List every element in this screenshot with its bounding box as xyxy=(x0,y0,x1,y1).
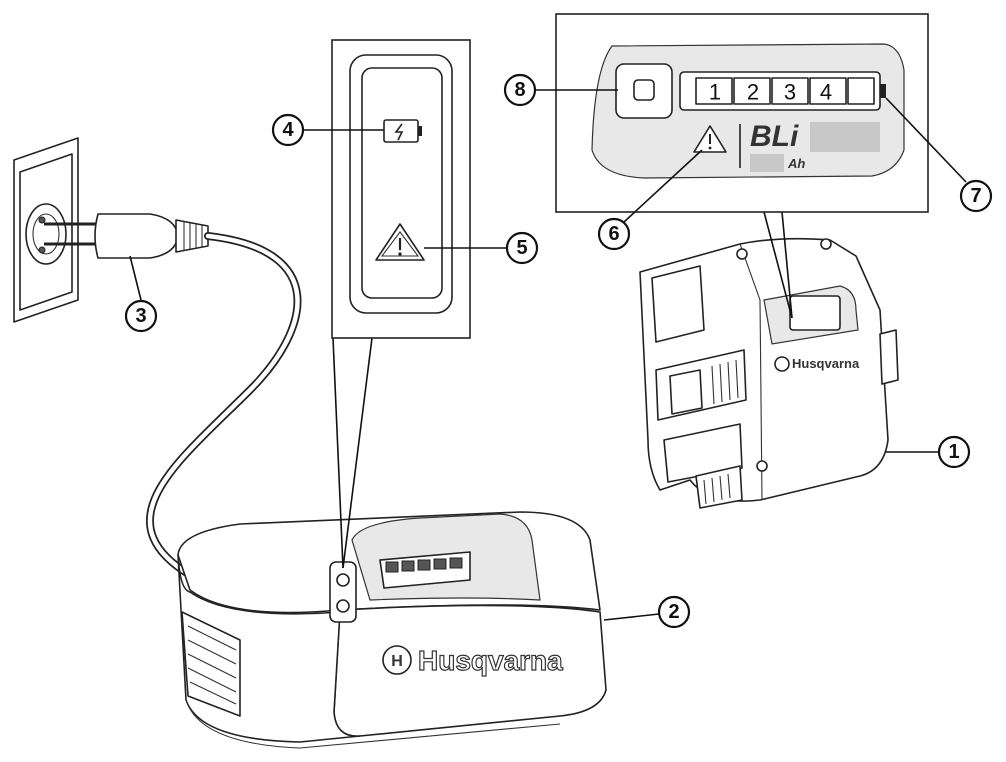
callout-7: 7 xyxy=(959,179,993,213)
wall-socket xyxy=(13,137,79,323)
callout-3: 3 xyxy=(124,299,158,333)
callout-6: 6 xyxy=(597,217,631,251)
callout-5: 5 xyxy=(505,231,539,265)
power-plug xyxy=(44,213,209,259)
battery: Husqvarna xyxy=(639,237,899,509)
svg-text:3: 3 xyxy=(135,305,146,327)
callout-8: 8 xyxy=(503,73,537,107)
callout-1: 1 xyxy=(937,435,971,469)
svg-text:5: 5 xyxy=(516,237,527,259)
svg-text:6: 6 xyxy=(608,223,619,245)
charger-led-detail xyxy=(331,39,471,569)
svg-text:7: 7 xyxy=(970,185,981,207)
battery-panel-detail: 1 2 3 4 BLi Ah xyxy=(555,13,929,319)
charge-segment-4: 4 xyxy=(820,80,832,105)
charger-brand-logo: H Husqvarna xyxy=(382,644,564,677)
battery-capacity-unit: Ah xyxy=(787,156,805,171)
charge-segment-3: 3 xyxy=(784,80,796,105)
charger: H Husqvarna xyxy=(177,511,607,749)
callout-4: 4 xyxy=(271,113,305,147)
svg-text:H: H xyxy=(391,653,403,670)
battery-brand-logo: Husqvarna xyxy=(774,356,860,372)
warning-triangle-icon xyxy=(375,223,425,261)
battery-warning-icon xyxy=(693,125,727,153)
charge-level-indicator: 1 2 3 4 xyxy=(679,71,886,111)
battery-status-icon xyxy=(383,119,422,143)
charge-segment-1: 1 xyxy=(709,80,721,105)
battery-series-label: BLi xyxy=(750,120,799,153)
svg-text:8: 8 xyxy=(514,79,525,101)
husqvarna-crown-icon xyxy=(382,645,412,675)
charger-brand-text: Husqvarna xyxy=(418,645,563,676)
battery-brand-text: Husqvarna xyxy=(792,356,860,371)
capacity-value-placeholder xyxy=(750,154,784,172)
callout-2: 2 xyxy=(657,595,691,629)
capacity-label-placeholder xyxy=(810,122,880,152)
charger-vents xyxy=(181,611,241,717)
svg-text:1: 1 xyxy=(948,441,959,463)
svg-text:4: 4 xyxy=(282,119,294,141)
battery-button-icon xyxy=(615,63,673,119)
svg-text:2: 2 xyxy=(668,601,679,623)
charge-segment-2: 2 xyxy=(747,80,759,105)
